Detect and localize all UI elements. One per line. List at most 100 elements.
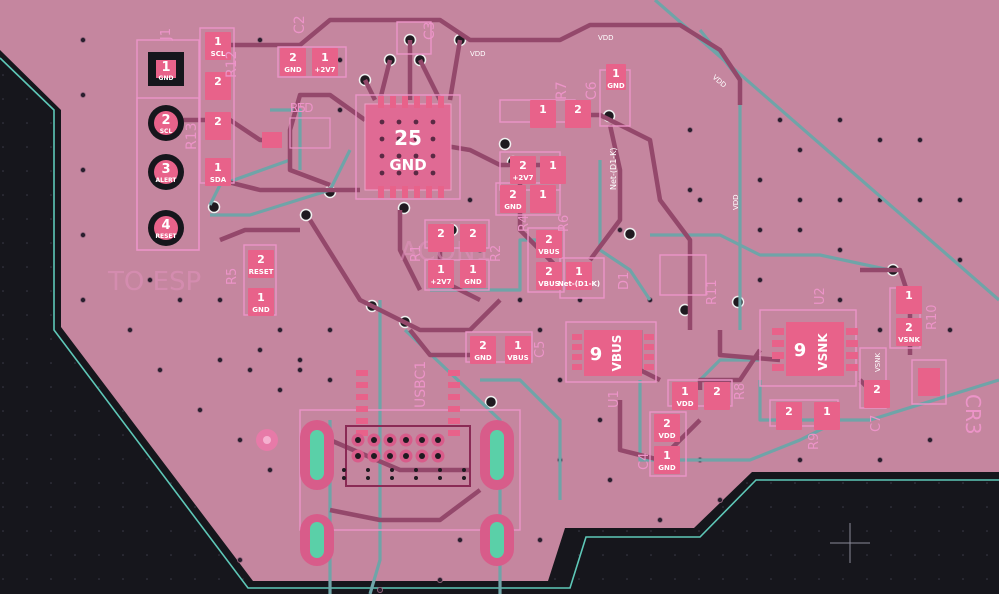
ref-c5: C5 [533,341,548,358]
led-footprint[interactable]: R5 [262,101,331,149]
usb-aux-hole [462,476,466,480]
ic-pin [390,186,396,198]
pad-number: 2 [785,405,793,418]
pad-number: 1 [823,405,831,418]
via [326,376,333,383]
pad-r10-1[interactable]: 1 [896,286,922,314]
pad-number: 2 [437,227,445,240]
via [797,146,804,153]
pad-c6-1[interactable]: 1 [530,100,556,128]
trace-via [299,208,313,222]
pad-net: +2V7 [430,278,451,286]
ic-main-qfn[interactable]: 25 GND [356,96,460,436]
pad-r4-2[interactable]: 1 [530,185,556,213]
pad-c2-2[interactable]: 1+2V7 [312,48,338,76]
pad-number: 1 [214,35,222,48]
via [376,587,383,594]
usb-hole-bl [310,522,324,558]
j1-pin-2-number: 2 [161,113,170,128]
via [256,37,263,44]
pad-r9-1[interactable]: 2 [776,402,802,430]
ic-u2-pin [846,364,858,371]
j1-pin-2-net: SCL [160,128,173,135]
pad-c6-2[interactable]: 2 [565,100,591,128]
pad-r13-1[interactable]: 2 [205,112,231,140]
ic-u1-ref: U1 [607,390,622,408]
pad-r2-1[interactable]: 2 [460,224,486,252]
ic-pin [356,418,368,424]
ref-c6: C6 [584,81,600,100]
ref-c3: C3 [422,21,438,40]
usb-c-connector[interactable]: USBC1 [300,361,514,566]
ic-u2-pad [786,322,844,376]
pad-c3-2[interactable]: 1 [540,156,566,184]
ic-u1-pad [584,330,642,376]
usb-aux-hole [342,476,346,480]
ic-pin [356,394,368,400]
net-label-vdd-2: VDD [598,34,614,42]
pad-r1-1[interactable]: 2 [428,224,454,252]
pad-r12-2[interactable]: 2 [205,72,231,100]
ic-pin [448,406,460,412]
ref-c7: C7 [869,415,884,432]
ic-u2-pin [846,328,858,335]
ic-u2[interactable]: 9 VSNK U2 [772,287,858,376]
pad-r8-2[interactable]: 2 [704,382,730,410]
j1-pin-3-number: 3 [161,162,170,177]
pad-c3-1[interactable]: 2+2V7 [510,156,536,184]
pad-number: 2 [574,103,582,116]
via [196,406,203,413]
pad-net: RESET [249,268,274,276]
via [877,456,884,463]
pad-net: VDD [676,400,693,408]
ref-r1: R1 [409,245,424,262]
pad-r1-2[interactable]: 1+2V7 [428,260,454,288]
via [326,326,333,333]
via [917,136,924,143]
via [797,226,804,233]
thermal-via [396,153,402,159]
via [957,256,964,263]
pad-number: 2 [289,51,297,64]
via [617,226,624,233]
ic-pin [426,186,432,198]
usb-pin-hole [371,437,377,443]
pad-r9-2[interactable]: 1 [814,402,840,430]
via [597,416,604,423]
cr3-footprint[interactable] [918,368,940,396]
ref-c2: C2 [292,15,308,34]
pad-c7-1[interactable]: 2 [864,380,890,408]
ref-led: LED [290,101,314,115]
trace-via [623,227,637,241]
via [336,107,343,114]
pad-net: GND [464,278,482,286]
ref-r10: R10 [925,304,940,330]
ic-u1[interactable]: 9 VBUS U1 [572,330,654,408]
pad-net: VBUS [507,354,528,362]
j1-pin-1-net: GND [159,75,174,82]
usb-signal-pins [342,433,466,480]
usb-aux-hole [342,468,346,472]
usb-aux-hole [390,468,394,472]
pad-net: +2V7 [314,66,335,74]
